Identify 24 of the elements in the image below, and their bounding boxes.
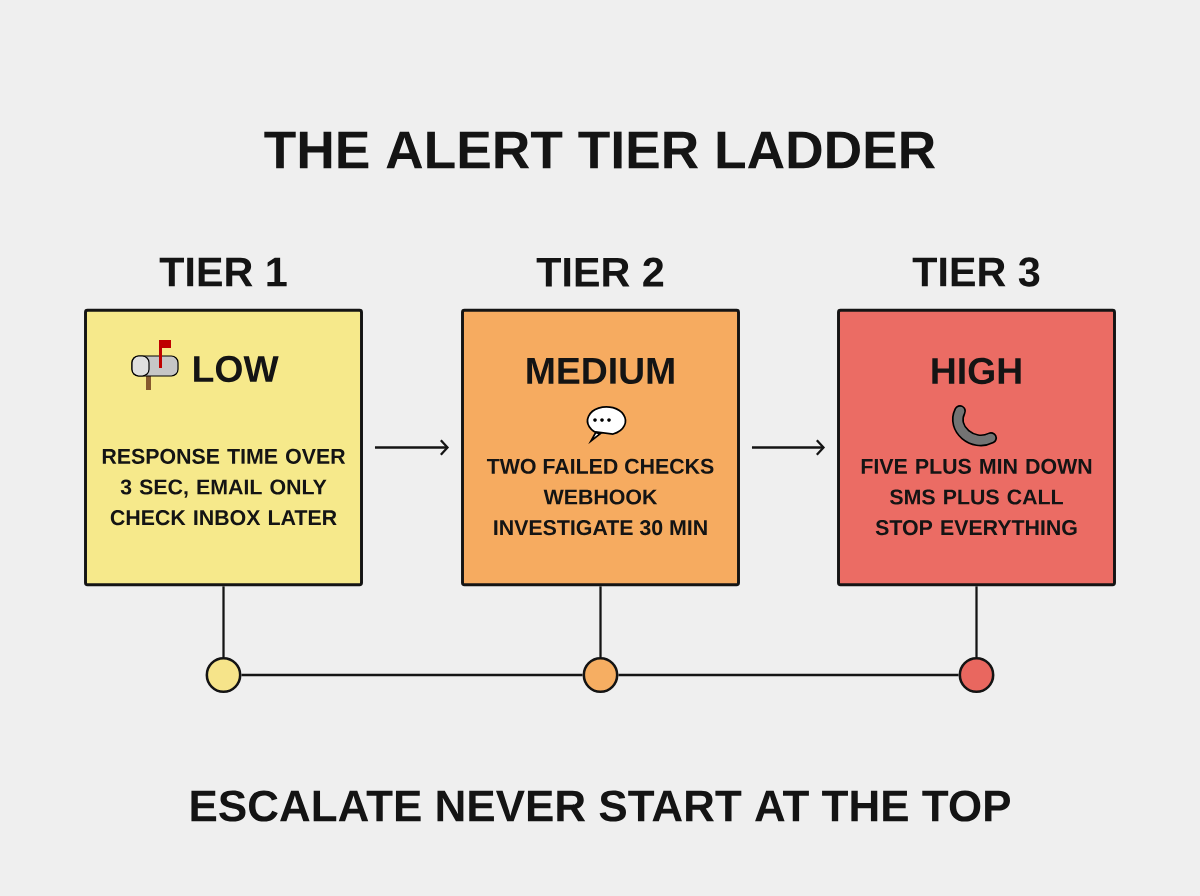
connector-line	[222, 586, 225, 658]
connector-line	[618, 673, 959, 677]
tier-card	[461, 308, 740, 587]
description-text: FIVE PLUS MIN DOWN SMS PLUS CALL STOP EVERYTHING	[861, 458, 1092, 536]
circle-marker	[582, 657, 619, 693]
level-title: LOW	[194, 355, 279, 383]
arrow	[375, 439, 450, 456]
level-title: HIGH	[932, 357, 1021, 385]
description-text: TWO FAILED CHECKS WEBHOOK INVESTIGATE 30 MIN	[486, 458, 714, 536]
connector-line	[599, 586, 602, 658]
tier-card	[84, 308, 363, 587]
circle-marker	[958, 657, 995, 693]
arrow	[751, 439, 826, 456]
caption: ESCALATE NEVER START AT THE TOP	[191, 790, 1010, 822]
tier-heading: TIER 3	[912, 257, 1040, 287]
tier-card	[837, 308, 1116, 587]
circle-marker	[205, 657, 242, 693]
connector-line	[241, 673, 583, 677]
tier-heading: TIER 2	[536, 257, 664, 287]
connector-line	[975, 586, 978, 658]
title: THE ALERT TIER LADDER	[264, 131, 936, 169]
level-title: MEDIUM	[527, 358, 674, 384]
tier-heading: TIER 1	[159, 257, 287, 287]
description-text: RESPONSE TIME OVER 3 SEC, EMAIL ONLY CHECK INBOX LATER	[102, 448, 346, 526]
